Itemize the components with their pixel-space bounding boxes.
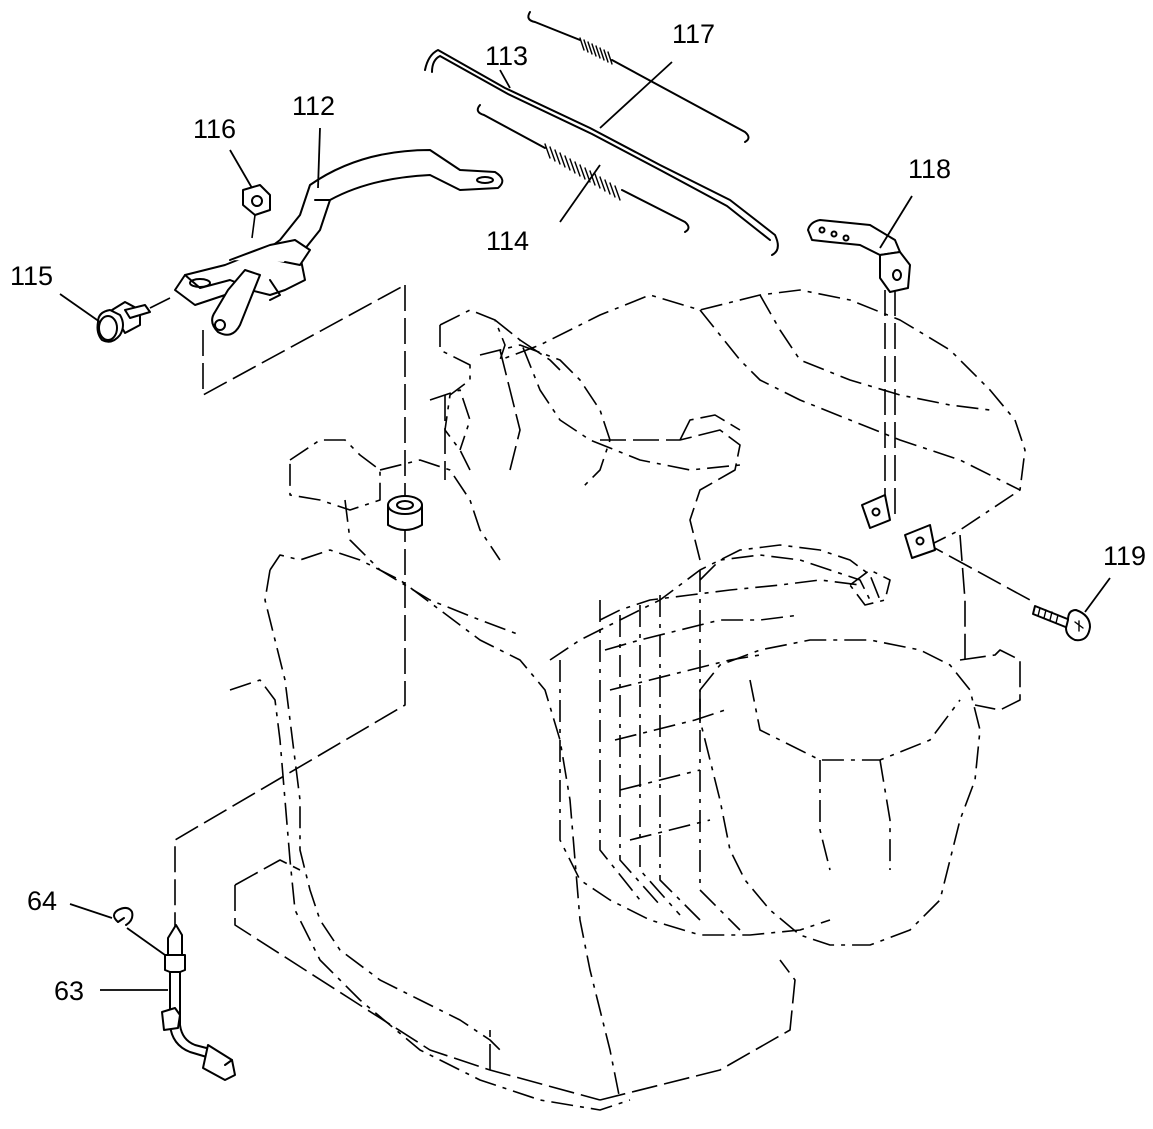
- label-112: 112: [292, 91, 335, 121]
- engine-phantom-outline: [174, 284, 1031, 1111]
- part-63-governor-shaft: [161, 924, 236, 1081]
- label-115: 115: [10, 261, 53, 291]
- leader-64: [69, 903, 113, 919]
- part-64-clip: [113, 906, 134, 926]
- label-63: 63: [54, 976, 84, 1006]
- leader-117: [599, 61, 673, 129]
- bracket-mounting-tabs: [861, 494, 936, 559]
- part-118-bracket: [807, 219, 911, 293]
- part-116-nut: [242, 184, 271, 239]
- part-115-bolt: [96, 297, 171, 343]
- leader-119: [1084, 577, 1111, 613]
- leader-114: [559, 164, 601, 223]
- part-number-labels: 117 113 112 116 115 114 118 119 64 63: [10, 19, 1146, 1006]
- leader-115: [59, 293, 101, 323]
- label-114: 114: [486, 226, 529, 256]
- part-117-spring: [527, 11, 750, 143]
- leader-lines: [59, 61, 1111, 991]
- leader-64-shaft: [126, 927, 166, 956]
- label-118: 118: [908, 154, 951, 184]
- leader-116: [229, 149, 253, 189]
- part-119-screw: [1032, 605, 1091, 642]
- label-117: 117: [672, 19, 715, 49]
- part-113-link-rod: [424, 49, 779, 256]
- label-113: 113: [485, 41, 528, 71]
- leader-112: [317, 127, 321, 189]
- label-119: 119: [1103, 541, 1146, 571]
- governor-shaft-boss: [387, 495, 423, 531]
- leader-118: [879, 195, 913, 249]
- leader-113: [499, 69, 511, 89]
- label-116: 116: [193, 114, 236, 144]
- label-64: 64: [27, 886, 57, 916]
- part-112-governor-lever: [174, 149, 504, 336]
